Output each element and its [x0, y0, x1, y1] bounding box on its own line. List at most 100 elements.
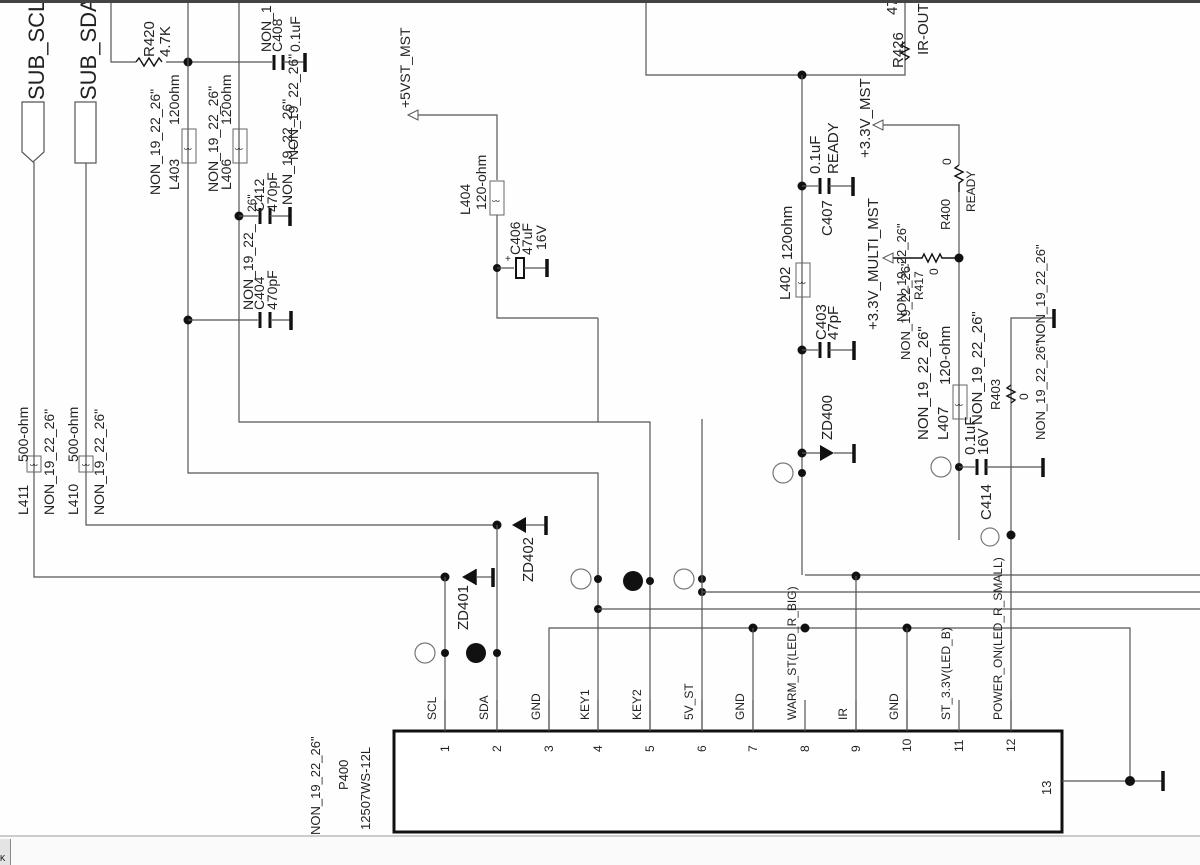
ferrite-l402: ᴗᴗ L402 120ohm [777, 206, 811, 300]
pin-number: 4 [591, 745, 605, 752]
resistor-r426 [899, 41, 911, 61]
connector-pins: SCL1SDA2GND3KEY14KEY255V_ST6GND7WARM_ST(… [425, 557, 1018, 752]
l411-note: NON_19_22_26" [41, 409, 57, 515]
l403-ref: L403 [166, 159, 182, 190]
pin-name: SCL [425, 696, 439, 720]
power-arrow-icon [881, 252, 894, 264]
l411-value: 500-ohm [15, 407, 31, 462]
p400-ref: P400 [336, 760, 351, 790]
ferrite-l406: ᴗᴗ NON_19_22_26" L406 120ohm [205, 74, 248, 192]
pin-name: KEY1 [578, 689, 592, 720]
r426-ref: R426 [890, 32, 907, 68]
ferrite-l404: ᴗᴗ L404 120-ohm [457, 155, 505, 216]
c404-note: NON_19_22_ [240, 224, 256, 310]
power-arrow-icon [871, 119, 884, 131]
pin-number: 1 [438, 745, 452, 752]
p400-note: NON_19_22_26" [308, 736, 323, 835]
ferrite-l403: ᴗᴗ NON_19_22_26" L403 120ohm [147, 74, 197, 195]
net-label-ir-out: IR-OUT [915, 3, 932, 55]
r426-value: 47 [884, 0, 901, 15]
l410-ref: L410 [65, 484, 81, 515]
pin-number: 2 [490, 745, 504, 752]
c408-ref: C408 [269, 18, 285, 52]
test-pad [980, 527, 1000, 547]
l410-note: NON_19_22_26" [91, 409, 107, 515]
svg-text:ᴗᴗ: ᴗᴗ [798, 279, 806, 286]
port-sub-sda: SUB_SDA [74, 0, 101, 164]
pin-number: 5 [643, 745, 657, 752]
connector-p400 [392, 729, 1064, 834]
pin-number: 3 [542, 745, 556, 752]
pin-name: GND [529, 693, 543, 720]
r400-value: 0 [940, 158, 954, 165]
pin-13-number: 13 [1039, 781, 1054, 795]
c407-value: 0.1uF [807, 136, 824, 174]
r417-value: 0 [927, 268, 941, 275]
schematic-canvas: SUB_SCL SUB_SDA ᴗᴗ L411 500-ohm NON_19_2… [15, 0, 1200, 835]
r400-ref: R400 [938, 199, 953, 230]
net-label-5vst: +5VST_MST [397, 27, 413, 108]
c414-rating: 16V [975, 428, 992, 455]
resistor-r403 [1005, 384, 1017, 404]
l404-value: 120-ohm [473, 155, 489, 210]
l407-note: NON_19_22_26" [915, 326, 932, 440]
test-pad-filled [623, 571, 643, 591]
pin-number: 6 [695, 745, 709, 752]
zd400-ref: ZD400 [819, 395, 836, 440]
pin-name: SDA [477, 695, 491, 720]
l404-ref: L404 [457, 184, 473, 215]
status-bar: K [0, 835, 1200, 865]
c407-ref: C407 [819, 200, 836, 236]
status-tab[interactable]: K [0, 839, 11, 865]
pin-number: 7 [746, 745, 760, 752]
svg-text:ᴗᴗ: ᴗᴗ [184, 145, 192, 152]
svg-text:ᴗᴗ: ᴗᴗ [82, 461, 90, 468]
resistor-r400 [953, 164, 965, 192]
r403-gnd-note: NON_19_22_26" [1033, 244, 1048, 343]
p400-part: 12507WS-12L [358, 747, 373, 830]
zener-zd402 [512, 517, 526, 533]
ferrite-l407: ᴗᴗ NON_19_22_26" L407 120-ohm [915, 326, 968, 440]
zd401-ref: ZD401 [455, 585, 472, 630]
c407-note: READY [825, 122, 842, 174]
r417-note: NON_19_22_26" [894, 223, 909, 322]
cap-c406-electrolytic [515, 257, 525, 279]
test-pad [930, 456, 952, 478]
c412-ref: C412 [251, 178, 267, 212]
c406-ref: C406 [507, 221, 523, 255]
ferrite-l410: ᴗᴗ L410 500-ohm NON_19_22_26" [65, 407, 107, 515]
wire-sda [85, 163, 497, 526]
r420-ref: R420 [141, 21, 158, 57]
net-label-3v3-multi: +3.3V_MULTI_MST [865, 198, 882, 330]
power-arrow-icon [406, 109, 419, 121]
sheet-top-border [0, 0, 1200, 3]
pin-name: GND [887, 693, 901, 720]
test-pad [570, 568, 592, 590]
zener-zd401 [462, 569, 476, 585]
wire-scl [33, 162, 445, 578]
l406-note: NON_19_22_26" [205, 86, 221, 192]
c414-ref: C414 [978, 484, 995, 520]
wire-gnd-bus [548, 627, 1131, 781]
r403-ref: R403 [988, 379, 1003, 410]
r417-ref: R417 [912, 271, 926, 300]
l407-value: 120-ohm [937, 326, 954, 385]
l406-value: 120ohm [218, 74, 234, 125]
c406-rating: 16V [533, 224, 549, 250]
pin-name: IR [836, 708, 850, 720]
pin-number: 12 [1004, 738, 1018, 752]
c412-note2: 26" [245, 194, 259, 212]
pin-name: POWER_ON(LED_R_SMALL) [991, 557, 1005, 720]
c404-ref: C404 [251, 276, 267, 310]
pin-name: ST_3.3V(LED_B) [939, 627, 953, 720]
pin-name: KEY2 [630, 689, 644, 720]
port-sub-scl: SUB_SCL [21, 0, 49, 163]
pin-number: 9 [849, 745, 863, 752]
pin-number: 11 [952, 739, 966, 752]
svg-text:ᴗᴗ: ᴗᴗ [955, 401, 963, 408]
l402-ref: L402 [777, 267, 794, 300]
pin-name: 5V_ST [682, 683, 696, 720]
net-label-sub-sda: SUB_SDA [76, 0, 101, 100]
l407-note2: NON_19_22_26" [898, 261, 913, 360]
c412-note: NON_19_22_26" [279, 99, 295, 205]
